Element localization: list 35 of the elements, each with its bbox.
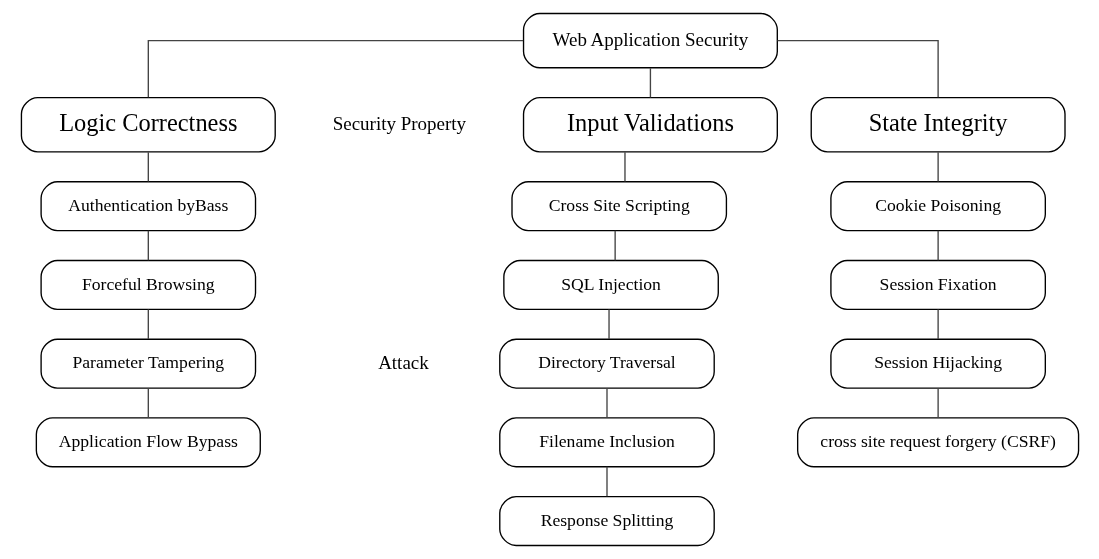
connector	[623, 151, 626, 183]
node-box: Directory Traversal	[498, 338, 715, 389]
label: Security Property	[332, 112, 466, 134]
connector	[607, 308, 610, 340]
connector	[605, 466, 608, 497]
node-box: Response Splitting	[498, 495, 715, 547]
connector	[147, 40, 524, 98]
node-box: Web Application Security	[522, 12, 778, 69]
connector	[147, 151, 149, 183]
connector	[147, 308, 149, 340]
node-box: Forceful Browsing	[39, 259, 256, 311]
node-box: Cross Site Scripting	[510, 181, 727, 232]
node-box: Input Validations	[522, 96, 778, 153]
node-box: Cookie Poisoning	[829, 181, 1046, 232]
node-box: State Integrity	[810, 96, 1066, 153]
label: Attack	[377, 351, 429, 373]
node-box: Filename Inclusion	[498, 417, 715, 468]
node-box: Session Hijacking	[829, 338, 1046, 389]
node-box: Application Flow Bypass	[35, 417, 261, 468]
node-box: Authentication byBass	[39, 181, 256, 232]
node-box: Parameter Tampering	[39, 338, 256, 389]
connector	[776, 40, 939, 98]
connector	[147, 387, 149, 419]
connector	[936, 151, 939, 183]
connector	[936, 308, 939, 340]
node-box: Logic Correctness	[20, 96, 276, 153]
node-box: Session Fixation	[829, 259, 1046, 311]
connector	[936, 387, 939, 419]
connector	[605, 387, 608, 419]
connector	[936, 230, 939, 261]
node-box: SQL Injection	[502, 259, 719, 311]
node-box: cross site request forgery (CSRF)	[796, 417, 1079, 468]
connector	[613, 230, 616, 261]
connector	[649, 67, 651, 99]
connector	[147, 230, 149, 261]
